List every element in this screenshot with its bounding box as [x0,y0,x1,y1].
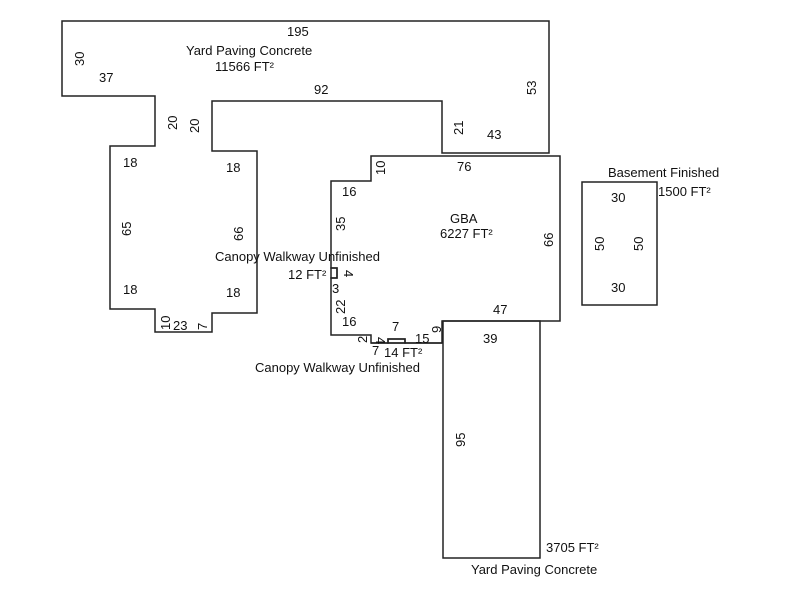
dimension-label: 47 [493,302,507,317]
basement-name: Basement Finished [608,165,719,180]
canopy-walkway-1-outline [330,267,338,279]
dimension-label: 18 [226,160,240,175]
gba-name: GBA [450,211,478,226]
dimension-label: 76 [457,159,471,174]
dimension-label: 7 [372,343,379,358]
dimension-label: 53 [524,81,539,95]
dimension-label: 66 [231,227,246,241]
dimension-label: 7 [195,323,210,330]
dimension-label: 4 [341,270,356,277]
basement-outline [581,181,658,306]
dimension-label: 30 [72,52,87,66]
dimension-label: 18 [123,282,137,297]
dimension-label: 10 [158,316,173,330]
dimension-label: 18 [123,155,137,170]
dimension-label: 30 [611,280,625,295]
dimension-label: 43 [487,127,501,142]
dimension-label: 95 [453,433,468,447]
canopy-walkway-1-area: 12 FT² [288,267,327,282]
dimension-label: 195 [287,24,309,39]
dimension-label: 50 [592,237,607,251]
dimension-label: 66 [541,233,556,247]
dimension-label: 16 [342,314,356,329]
dimension-label: 22 [333,300,348,314]
dimension-label: 23 [173,318,187,333]
dimension-label: 18 [226,285,240,300]
dimension-label: 92 [314,82,328,97]
yard-paving-bottom-outline [442,320,541,559]
dimension-label: 21 [451,121,466,135]
canopy-walkway-1-name: Canopy Walkway Unfinished [215,249,380,264]
dimension-label: 9 [429,326,444,333]
dimension-label: 37 [99,70,113,85]
canopy-walkway-2-area: 14 FT² [384,345,423,360]
dimension-label: 30 [611,190,625,205]
dimension-label: 16 [342,184,356,199]
yard-paving-bottom-area: 3705 FT² [546,540,599,555]
dimension-label: 20 [165,116,180,130]
gba-area: 6227 FT² [440,226,493,241]
yard-paving-top-outline [61,20,550,333]
dimension-label: 39 [483,331,497,346]
dimension-label: 35 [333,217,348,231]
yard-paving-top-area: 11566 FT² [215,59,275,74]
canopy-walkway-2-name: Canopy Walkway Unfinished [255,360,420,375]
dimension-label: 15 [415,331,429,346]
dimension-label: 50 [631,237,646,251]
basement-area: 1500 FT² [658,184,711,199]
dimension-label: 10 [373,161,388,175]
dimension-label: 4 [373,337,388,344]
dimension-label: 2 [355,336,370,343]
yard-paving-top-name: Yard Paving Concrete [186,43,312,58]
dimension-label: 7 [392,319,399,334]
dimension-label: 3 [332,281,339,296]
dimension-label: 65 [119,222,134,236]
dimension-label: 20 [187,119,202,133]
yard-paving-bottom-name: Yard Paving Concrete [471,562,597,577]
